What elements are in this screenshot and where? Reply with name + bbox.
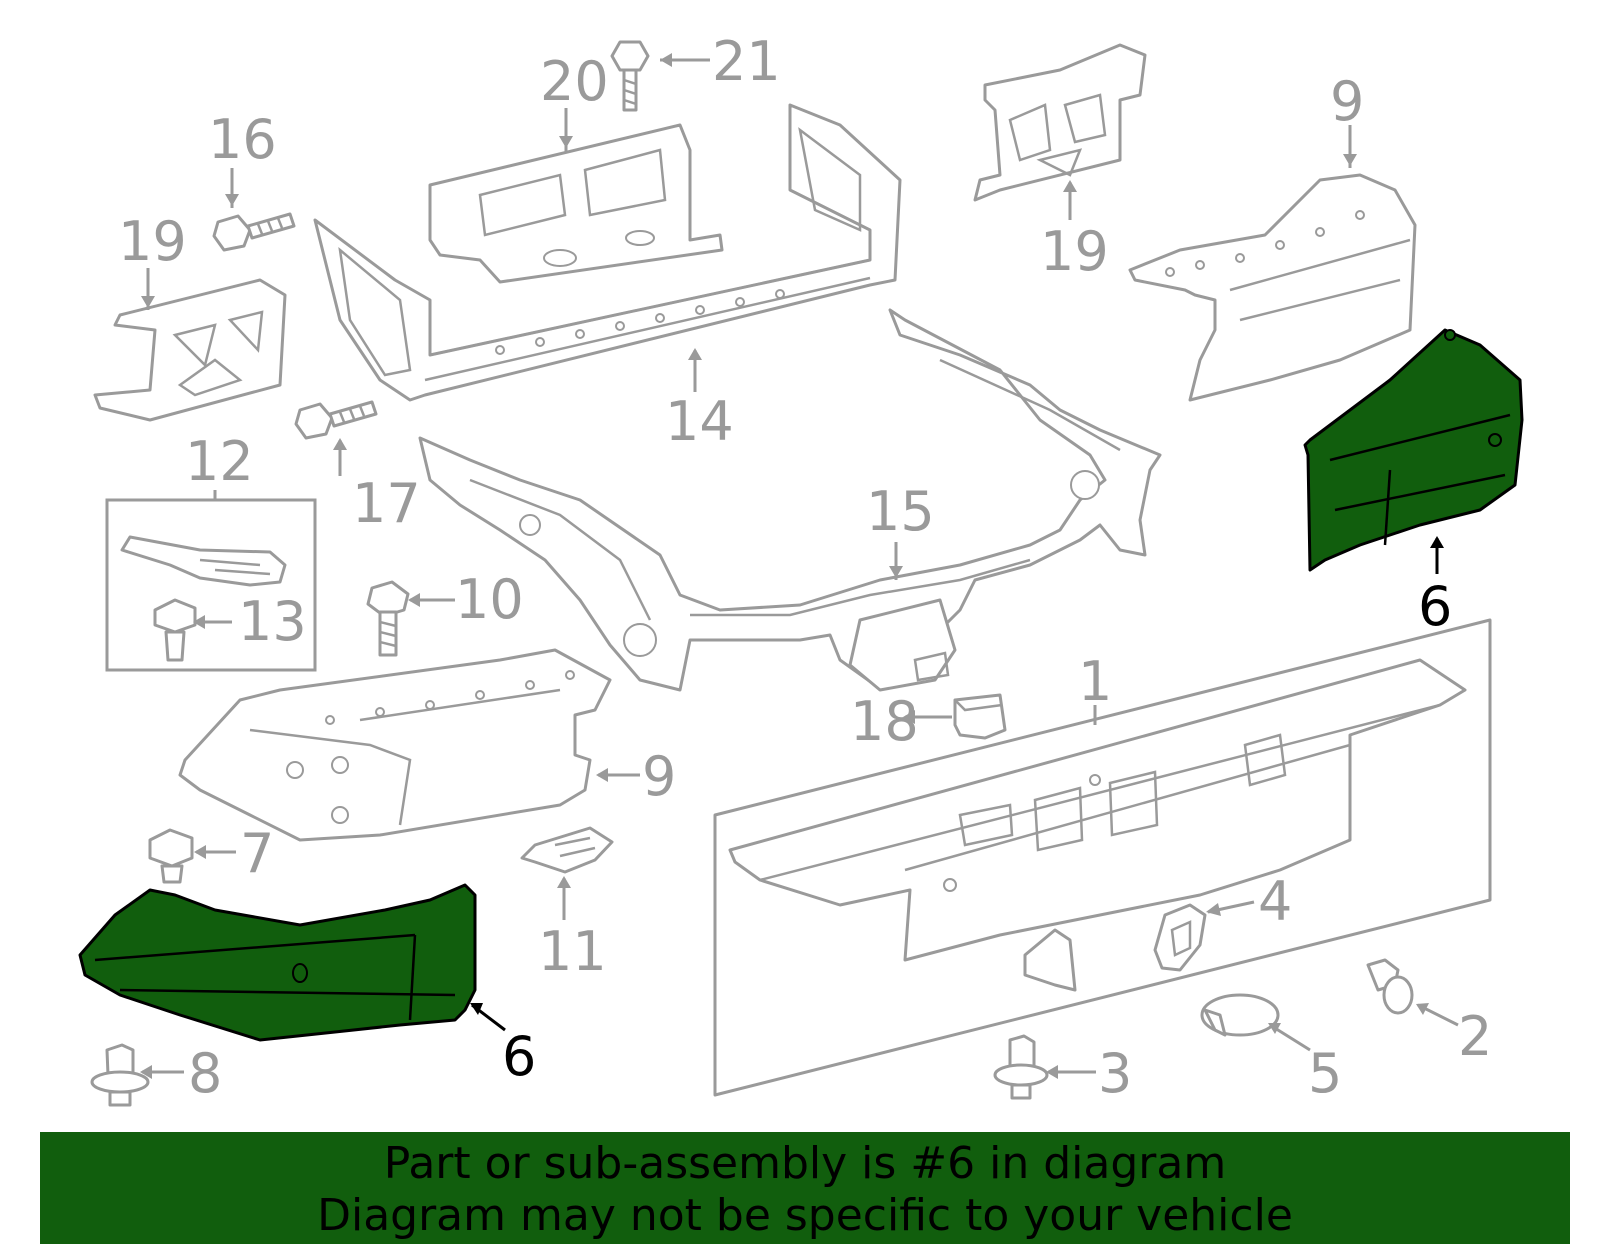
- part-9-bumper-bracket-left[interactable]: [178, 648, 612, 842]
- callout-11: 11: [538, 920, 607, 983]
- part-2-clip[interactable]: [1366, 958, 1414, 1015]
- callouts: 20 21 16 19 14 17 19 9 12 13 10 15 18 1 …: [118, 30, 1492, 1105]
- part-20-bracket[interactable]: [428, 123, 724, 284]
- part-17-bolt[interactable]: [294, 400, 378, 440]
- part-8-pin[interactable]: [90, 1043, 150, 1107]
- leader-lines: [140, 53, 1459, 1079]
- callout-9-right: 9: [1330, 70, 1364, 133]
- part-19-bracket-left[interactable]: [93, 278, 287, 422]
- callout-19-right: 19: [1040, 220, 1109, 283]
- callout-16: 16: [208, 108, 277, 171]
- part-21-bolt[interactable]: [610, 40, 650, 112]
- callout-10: 10: [455, 568, 524, 631]
- info-banner: Part or sub-assembly is #6 in diagram Di…: [40, 1132, 1570, 1244]
- callout-21: 21: [712, 30, 781, 93]
- part-19-bracket-right[interactable]: [973, 43, 1147, 202]
- part-6-bumper-end-left[interactable]: [78, 883, 477, 1042]
- banner-line-1: Part or sub-assembly is #6 in diagram: [383, 1138, 1227, 1189]
- banner-line-2: Diagram may not be specific to your vehi…: [317, 1190, 1293, 1241]
- part-16-bolt[interactable]: [212, 212, 296, 252]
- callout-13: 13: [238, 590, 307, 653]
- callout-6-left: 6: [502, 1025, 536, 1088]
- callout-12: 12: [185, 430, 254, 493]
- part-9-bumper-bracket-right[interactable]: [1128, 173, 1417, 402]
- callout-20: 20: [540, 50, 609, 113]
- callout-8: 8: [188, 1042, 222, 1105]
- callout-15: 15: [866, 480, 935, 543]
- callout-7: 7: [240, 822, 274, 885]
- part-11-bracket[interactable]: [520, 826, 614, 874]
- callout-4: 4: [1258, 870, 1292, 933]
- callout-2: 2: [1458, 1005, 1492, 1068]
- part-14-cross-member[interactable]: [313, 103, 902, 402]
- part-3-pin[interactable]: [993, 1034, 1049, 1100]
- part-1-step-bumper[interactable]: [713, 618, 1492, 1097]
- part-5-grommet[interactable]: [1200, 993, 1280, 1037]
- callout-17: 17: [352, 472, 421, 535]
- callout-14: 14: [665, 390, 734, 453]
- callout-18: 18: [850, 690, 919, 753]
- callout-19-left: 19: [118, 210, 187, 273]
- callout-9-left: 9: [642, 745, 676, 808]
- part-4-sensor-bracket[interactable]: [1153, 903, 1207, 972]
- part-13-clip[interactable]: [153, 598, 197, 662]
- part-7-clip[interactable]: [148, 828, 194, 884]
- part-10-bolt[interactable]: [366, 580, 410, 657]
- callout-3: 3: [1098, 1042, 1132, 1105]
- callout-6-right: 6: [1418, 575, 1452, 638]
- part-6-bumper-end-right[interactable]: [1303, 328, 1524, 572]
- part-12-inset[interactable]: [105, 498, 317, 672]
- part-18-hitch-cover[interactable]: [953, 693, 1007, 740]
- part-small-bracket[interactable]: [1023, 928, 1077, 992]
- callout-5: 5: [1308, 1042, 1342, 1105]
- part-15-hitch-frame[interactable]: [418, 308, 1162, 692]
- callout-1: 1: [1078, 650, 1112, 713]
